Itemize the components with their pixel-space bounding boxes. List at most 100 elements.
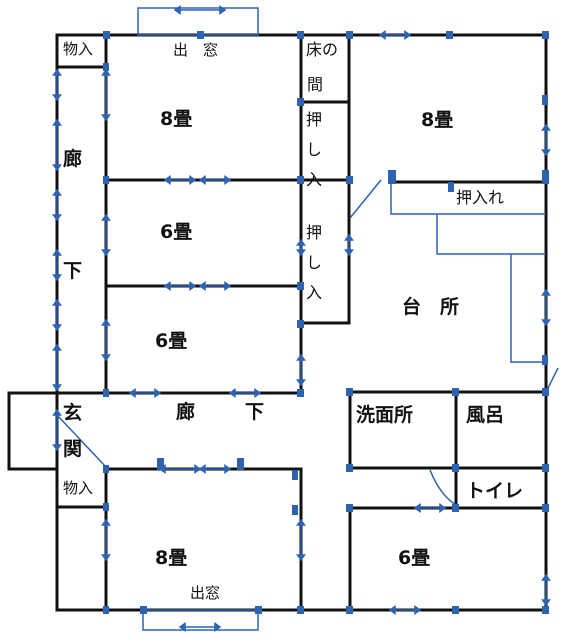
slide-arrow <box>541 288 551 327</box>
room-washroom: 洗面所 <box>356 404 414 426</box>
sash-marker <box>346 176 353 184</box>
sash-marker <box>103 31 110 39</box>
sash-marker <box>103 465 109 473</box>
slide-arrow <box>198 281 232 291</box>
slide-arrow <box>101 318 111 362</box>
slide-arrow <box>296 518 306 562</box>
side-corridor-label-1: 廊 <box>63 148 83 170</box>
slide-arrow <box>173 5 227 15</box>
room-8jo-northeast: 8畳 <box>421 109 454 131</box>
sash-marker <box>103 606 109 614</box>
slide-arrow <box>541 573 551 607</box>
sash-marker <box>346 504 353 512</box>
sash-marker <box>255 606 262 614</box>
sash-marker <box>103 63 109 71</box>
slide-arrow <box>413 503 447 513</box>
sash-marker <box>452 388 459 396</box>
sash-marker <box>446 31 453 39</box>
sash-marker <box>103 503 109 511</box>
sash-markers <box>103 31 549 614</box>
sash-marker <box>103 389 109 397</box>
slide-arrow <box>163 175 197 185</box>
sash-marker <box>448 182 454 192</box>
slide-arrow <box>178 622 222 632</box>
sash-marker <box>103 176 109 184</box>
room-8jo-southwest: 8畳 <box>155 547 188 569</box>
sash-marker <box>297 282 304 290</box>
slide-arrow <box>52 298 62 332</box>
sash-marker <box>388 170 396 184</box>
storage-north-label: 物入 <box>63 40 94 58</box>
sash-marker <box>452 606 459 614</box>
slide-arrow <box>296 353 306 387</box>
sash-marker <box>452 504 459 512</box>
door-swing-kitchen <box>349 179 382 219</box>
room-8jo-northwest: 8畳 <box>160 108 193 130</box>
slide-arrow <box>52 68 62 102</box>
slide-arrow <box>388 605 422 615</box>
slide-arrow <box>52 118 62 172</box>
sash-marker <box>292 470 298 480</box>
slide-arrow <box>101 213 111 257</box>
ne-closet-frame-2 <box>436 214 546 255</box>
slide-arrow <box>101 68 111 122</box>
sash-marker <box>292 505 298 515</box>
sash-marker <box>542 355 548 365</box>
closet-northeast-label: 押入れ <box>456 188 505 207</box>
sash-marker <box>297 389 304 397</box>
closet-upper-label: 押し入 <box>303 111 322 201</box>
sash-marker <box>297 320 304 328</box>
main-corridor-label-2: 下 <box>245 401 265 423</box>
room-6jo-middle: 6畳 <box>160 221 193 243</box>
storage-south-label: 物入 <box>63 479 94 497</box>
sash-marker <box>346 388 353 396</box>
sash-marker <box>542 95 548 105</box>
bay-window-south <box>142 609 259 631</box>
slide-arrow <box>163 281 197 291</box>
slide-arrow <box>52 248 62 282</box>
sash-marker <box>297 176 304 184</box>
slide-arrow <box>541 123 551 157</box>
slide-arrow <box>198 175 232 185</box>
sash-marker <box>542 388 549 396</box>
room-kitchen: 台 所 <box>402 296 460 318</box>
sash-marker <box>297 98 304 106</box>
room-6jo-southeast: 6畳 <box>398 547 431 569</box>
sash-marker <box>542 464 549 472</box>
sash-marker <box>542 31 549 39</box>
slide-arrow <box>52 343 62 392</box>
tokonoma-label-1: 床の <box>306 40 339 59</box>
sash-marker <box>346 464 353 472</box>
sash-marker <box>542 606 549 614</box>
room-6jo-lower: 6畳 <box>155 330 188 352</box>
room-toilet: トイレ <box>466 480 524 502</box>
sash-marker <box>542 504 549 512</box>
sash-marker <box>140 606 147 614</box>
slide-arrow <box>158 464 202 474</box>
sash-marker <box>452 464 459 472</box>
bay-window-north-label: 出 窓 <box>173 41 219 59</box>
entrance-label-2: 関 <box>63 438 83 460</box>
side-corridor-label-2: 下 <box>63 260 83 282</box>
closet-middle-label: 押し入 <box>303 224 322 314</box>
slide-arrow <box>198 464 232 474</box>
entrance-label-1: 玄 <box>63 402 83 424</box>
fixtures <box>56 7 559 631</box>
door-swing-toilet <box>429 469 457 506</box>
wall-entrance <box>7 391 59 471</box>
sash-marker <box>297 606 304 614</box>
main-corridor-label-1: 廊 <box>176 401 196 423</box>
slide-arrow <box>52 188 62 222</box>
door-swing-entrance <box>56 414 107 468</box>
bay-window-south-label: 出窓 <box>190 584 221 602</box>
sash-marker <box>297 31 304 39</box>
slide-arrow <box>228 388 262 398</box>
sash-marker <box>542 170 549 184</box>
slide-arrow <box>101 518 111 562</box>
sash-marker <box>346 31 353 39</box>
slide-arrow <box>128 388 162 398</box>
slide-arrow <box>378 30 412 40</box>
sash-marker <box>237 458 244 470</box>
